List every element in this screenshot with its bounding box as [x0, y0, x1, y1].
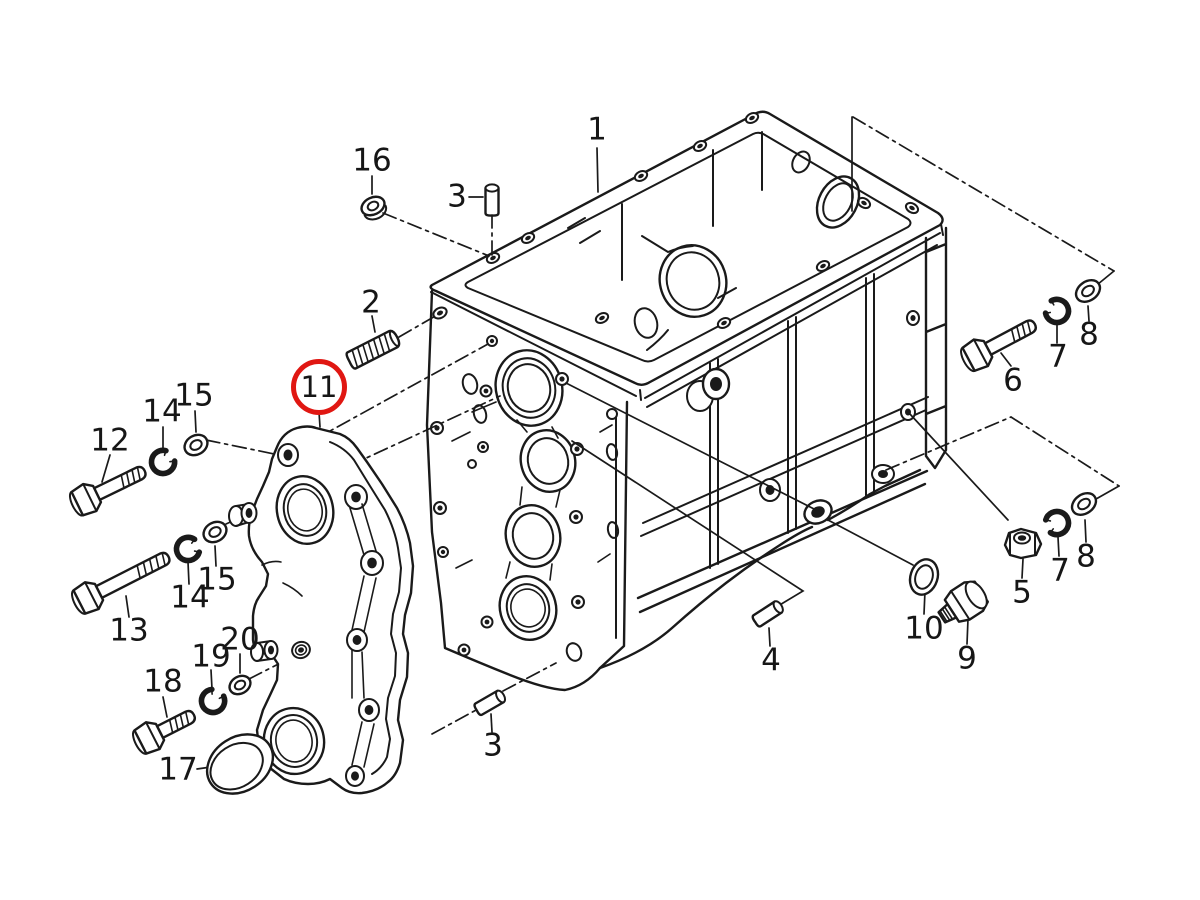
case-interior — [567, 131, 861, 351]
part-callout-18: 18 — [143, 663, 183, 700]
ring-16 — [360, 195, 388, 221]
part-callout-15b: 15 — [197, 561, 237, 598]
part-callout-2: 2 — [361, 284, 381, 321]
part-callout-16: 16 — [352, 142, 392, 179]
washer-15-bottom — [202, 520, 228, 544]
washer-8-bottom — [1070, 492, 1098, 516]
part-callout-7a: 7 — [1048, 338, 1068, 375]
side-boss — [686, 367, 731, 412]
washer-8-top — [1074, 279, 1102, 303]
part-callout-3b: 3 — [483, 727, 503, 764]
part-callout-19: 19 — [191, 638, 231, 675]
part-callout-8a: 8 — [1079, 316, 1099, 353]
part-callout-9: 9 — [957, 640, 977, 677]
part-callout-6: 6 — [1003, 362, 1023, 399]
stud-2 — [345, 329, 401, 370]
main-case — [425, 110, 948, 692]
cover-left-boss — [228, 502, 258, 527]
part-callout-1: 1 — [587, 111, 607, 148]
part-callout-15a: 15 — [174, 377, 214, 414]
part-callout-13: 13 — [109, 612, 149, 649]
side-cover — [228, 425, 415, 795]
part-callout-20: 20 — [220, 621, 260, 658]
cap-17 — [205, 733, 275, 795]
hardware — [66, 183, 1102, 795]
plug-9 — [937, 580, 989, 624]
part-callout-11: 11 — [291, 359, 347, 415]
part-callout-12: 12 — [90, 422, 130, 459]
part-callout-8b: 8 — [1076, 538, 1096, 575]
part-callout-3a: 3 — [447, 178, 467, 215]
washer-10 — [908, 558, 940, 596]
leader-lines — [101, 116, 1120, 770]
washer-20 — [228, 674, 252, 696]
cover-lug-boss — [250, 640, 279, 662]
part-callout-14b: 14 — [170, 579, 210, 616]
washer-15-top — [183, 433, 209, 457]
part-callout-10: 10 — [904, 610, 944, 647]
part-callout-14a: 14 — [142, 393, 182, 430]
part-callout-17: 17 — [158, 751, 198, 788]
part-callout-4: 4 — [761, 642, 781, 679]
nut-5 — [1003, 527, 1043, 560]
part-callout-7b: 7 — [1050, 552, 1070, 589]
part-callout-5: 5 — [1012, 574, 1032, 611]
case-front-face — [425, 289, 629, 692]
flange-bolt-holes — [485, 112, 920, 329]
